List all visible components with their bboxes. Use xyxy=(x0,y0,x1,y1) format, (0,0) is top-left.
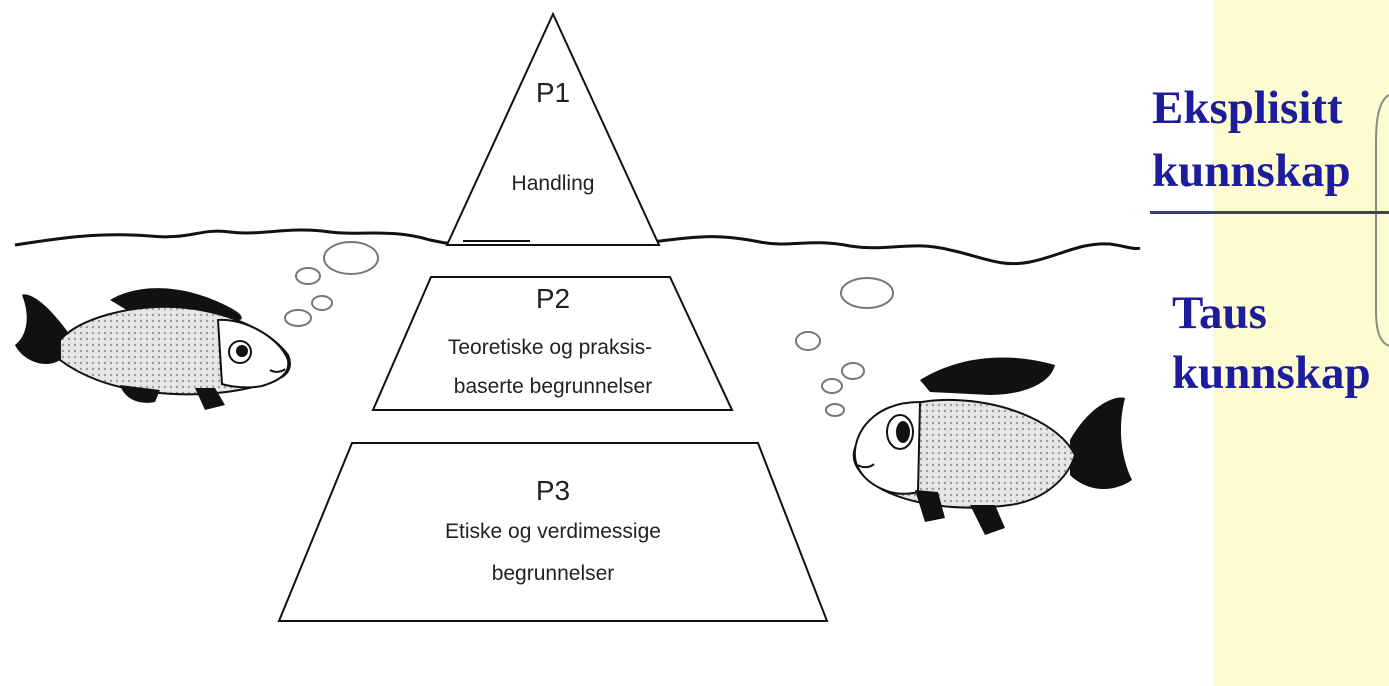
tacit-knowledge-label-line1: Taus xyxy=(1172,287,1267,339)
bracket-line xyxy=(1375,94,1389,347)
tier-p2-description-line2: baserte begrunnelser xyxy=(454,375,652,398)
explicit-knowledge-label-line2: kunnskap xyxy=(1152,145,1351,197)
bubble-icon xyxy=(284,241,379,327)
tier-p3-code: P3 xyxy=(536,475,570,506)
tier-p3-description-line1: Etiske og verdimessige xyxy=(445,520,661,543)
tier-p2-shape xyxy=(371,276,734,411)
tier-p2-code: P2 xyxy=(536,283,570,314)
fish-icon-right xyxy=(852,357,1132,535)
knowledge-panel xyxy=(1213,0,1389,686)
tier-p1-code: P1 xyxy=(536,77,570,108)
fish-icon-left xyxy=(15,288,291,410)
bubble-icon-right xyxy=(795,277,894,417)
tier-p3-description-line2: begrunnelser xyxy=(492,562,615,585)
tier-p3-shape xyxy=(277,442,829,622)
water-surface-line xyxy=(14,228,1141,266)
explicit-knowledge-label-line1: Eksplisitt xyxy=(1152,82,1343,134)
explicit-knowledge-underline xyxy=(1150,211,1389,214)
tacit-knowledge-label-line2: kunnskap xyxy=(1172,347,1371,399)
tier-p2-description-line1: Teoretiske og praksis- xyxy=(448,336,652,359)
tier-p1-description: Handling xyxy=(512,172,595,195)
tier-p1-shape xyxy=(445,11,661,246)
